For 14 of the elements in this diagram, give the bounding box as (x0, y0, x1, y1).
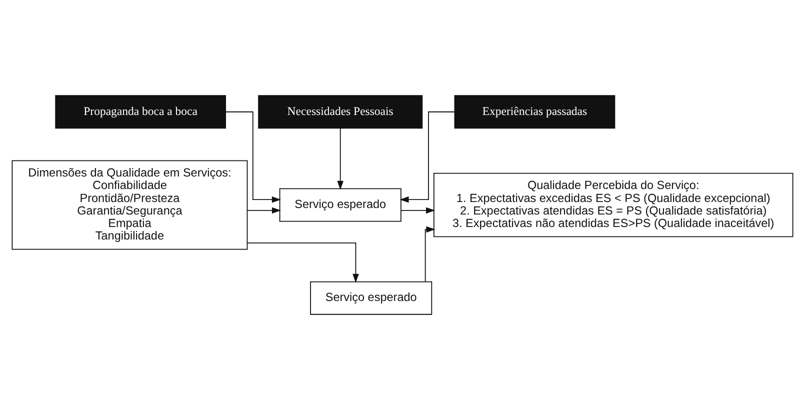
node-box: Qualidade Percebida do Serviço: 1. Expectativas excedidas ES < PS (Qualidade excepcional) 2. Expectativas atendidas ES = PS (Qualidade satisfatória) 3. Expectativas não atendidas ES>PS (Qualidade inaceitável) (433, 172, 794, 237)
node-box: Dimensões da Qualidade em Serviços: Confiabilidade Prontidão/Presteza Garantia/Segurança Empatia Tangibilidade (12, 160, 248, 250)
node-box: Necessidades Pessoais (258, 94, 423, 128)
arrow (400, 110, 455, 202)
node-box: Propaganda boca a boca (55, 94, 226, 128)
arrow (246, 206, 282, 214)
arrow (246, 242, 359, 282)
node-box: Serviço esperado (310, 280, 432, 314)
arrow (225, 110, 281, 202)
arrow (337, 128, 344, 190)
arrow (424, 226, 436, 282)
arrow (400, 206, 436, 214)
node-box: Experiências passadas (454, 94, 616, 128)
node-box: Serviço esperado (279, 188, 402, 222)
